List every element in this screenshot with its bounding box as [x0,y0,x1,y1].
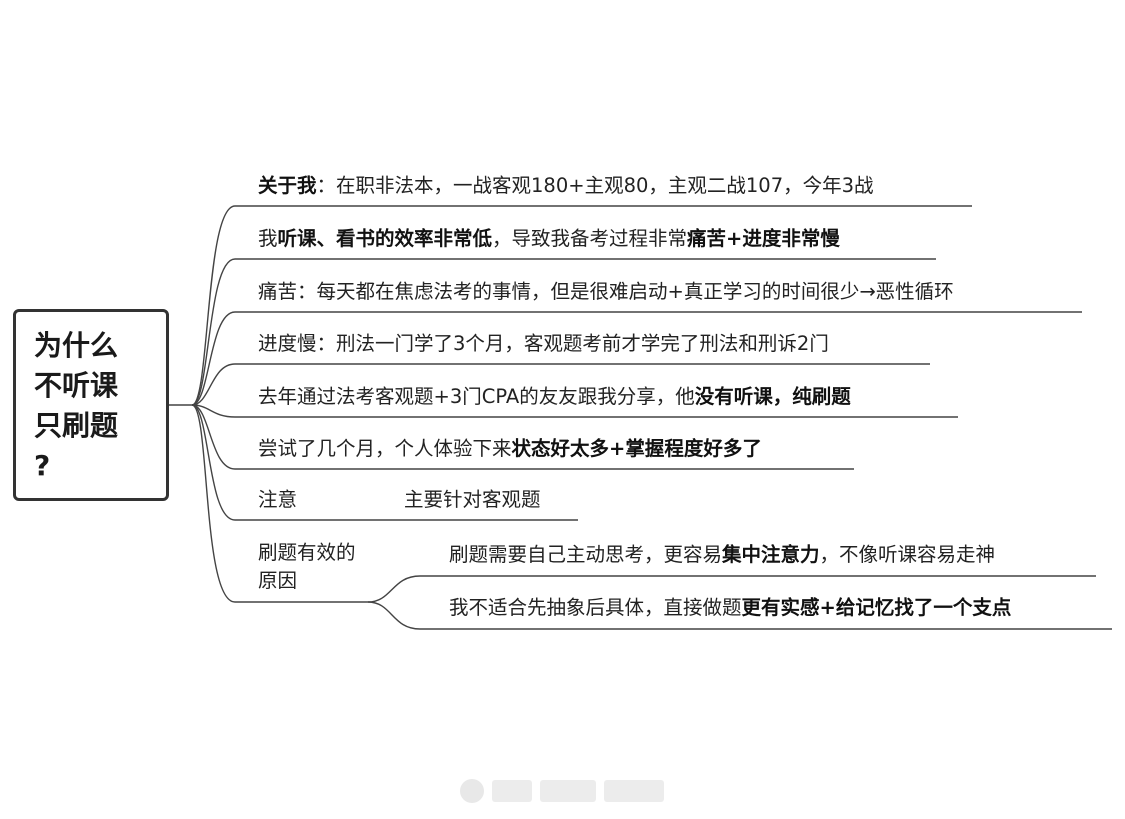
root-line-3: 只刷题 [34,409,119,442]
watermark-block [540,780,596,802]
branch-reasons-label: 刷题有效的原因 [258,541,356,592]
branch-efficiency-seg-4: 痛苦+进度非常慢 [687,227,840,250]
branch-slow: 进度慢：刑法一门学了3个月，客观题考前才学完了刑法和刑诉2门 [258,331,829,357]
branch-pain-text: 痛苦：每天都在焦虑法考的事情，但是很难启动+真正学习的时间很少→恶性循环 [258,280,954,303]
watermark-block [604,780,664,802]
watermark [450,770,674,812]
reason-1-seg-2: 集中注意力 [722,543,820,566]
watermark-logo-icon [460,779,484,803]
branch-reasons-child-1: 刷题需要自己主动思考，更容易集中注意力，不像听课容易走神 [449,542,995,568]
root-line-2: 不听课 [34,369,119,402]
watermark-block [492,780,532,802]
reason-2-seg-2: 更有实感+给记忆找了一个支点 [741,596,1012,619]
root-topic-box [13,309,169,501]
reason-2-seg-1: 我不适合先抽象后具体，直接做题 [449,596,742,619]
branch-about-text: ：在职非法本，一战客观180+主观80，主观二战107，今年3战 [316,174,874,197]
branch-efficiency: 我听课、看书的效率非常低，导致我备考过程非常痛苦+进度非常慢 [258,226,840,252]
branch-friend-seg-2: 没有听课，纯刷题 [694,385,851,408]
branch-efficiency-seg-3: ，导致我备考过程非常 [492,227,688,250]
branch-reasons-child-2: 我不适合先抽象后具体，直接做题更有实感+给记忆找了一个支点 [449,595,1011,621]
branch-note-label: 注意 [258,488,298,511]
branch-trial: 尝试了几个月，个人体验下来状态好太多+掌握程度好多了 [258,436,762,462]
root-line-1: 为什么 [34,329,119,362]
branch-about-bold: 关于我 [258,174,317,197]
reason-1-seg-3: ，不像听课容易走神 [819,543,996,566]
branch-efficiency-seg-2: 听课、看书的效率非常低 [277,227,493,250]
branch-note-child: 主要针对客观题 [404,488,541,511]
root-line-4: ? [34,449,51,482]
branch-friend-seg-1: 去年通过法考客观题+3门CPA的友友跟我分享，他 [258,385,695,408]
branch-pain: 痛苦：每天都在焦虑法考的事情，但是很难启动+真正学习的时间很少→恶性循环 [258,279,954,305]
branch-slow-text: 进度慢：刑法一门学了3个月，客观题考前才学完了刑法和刑诉2门 [258,332,829,355]
branch-trial-seg-1: 尝试了几个月，个人体验下来 [258,437,512,460]
branch-trial-seg-2: 状态好太多+掌握程度好多了 [511,437,762,460]
branch-friend: 去年通过法考客观题+3门CPA的友友跟我分享，他没有听课，纯刷题 [258,384,851,410]
reason-1-seg-1: 刷题需要自己主动思考，更容易 [449,543,723,566]
branch-efficiency-seg-1: 我 [258,227,278,250]
branch-about: 关于我：在职非法本，一战客观180+主观80，主观二战107，今年3战 [258,173,874,199]
root-topic: 为什么 不听课 只刷题 ? [34,326,154,486]
